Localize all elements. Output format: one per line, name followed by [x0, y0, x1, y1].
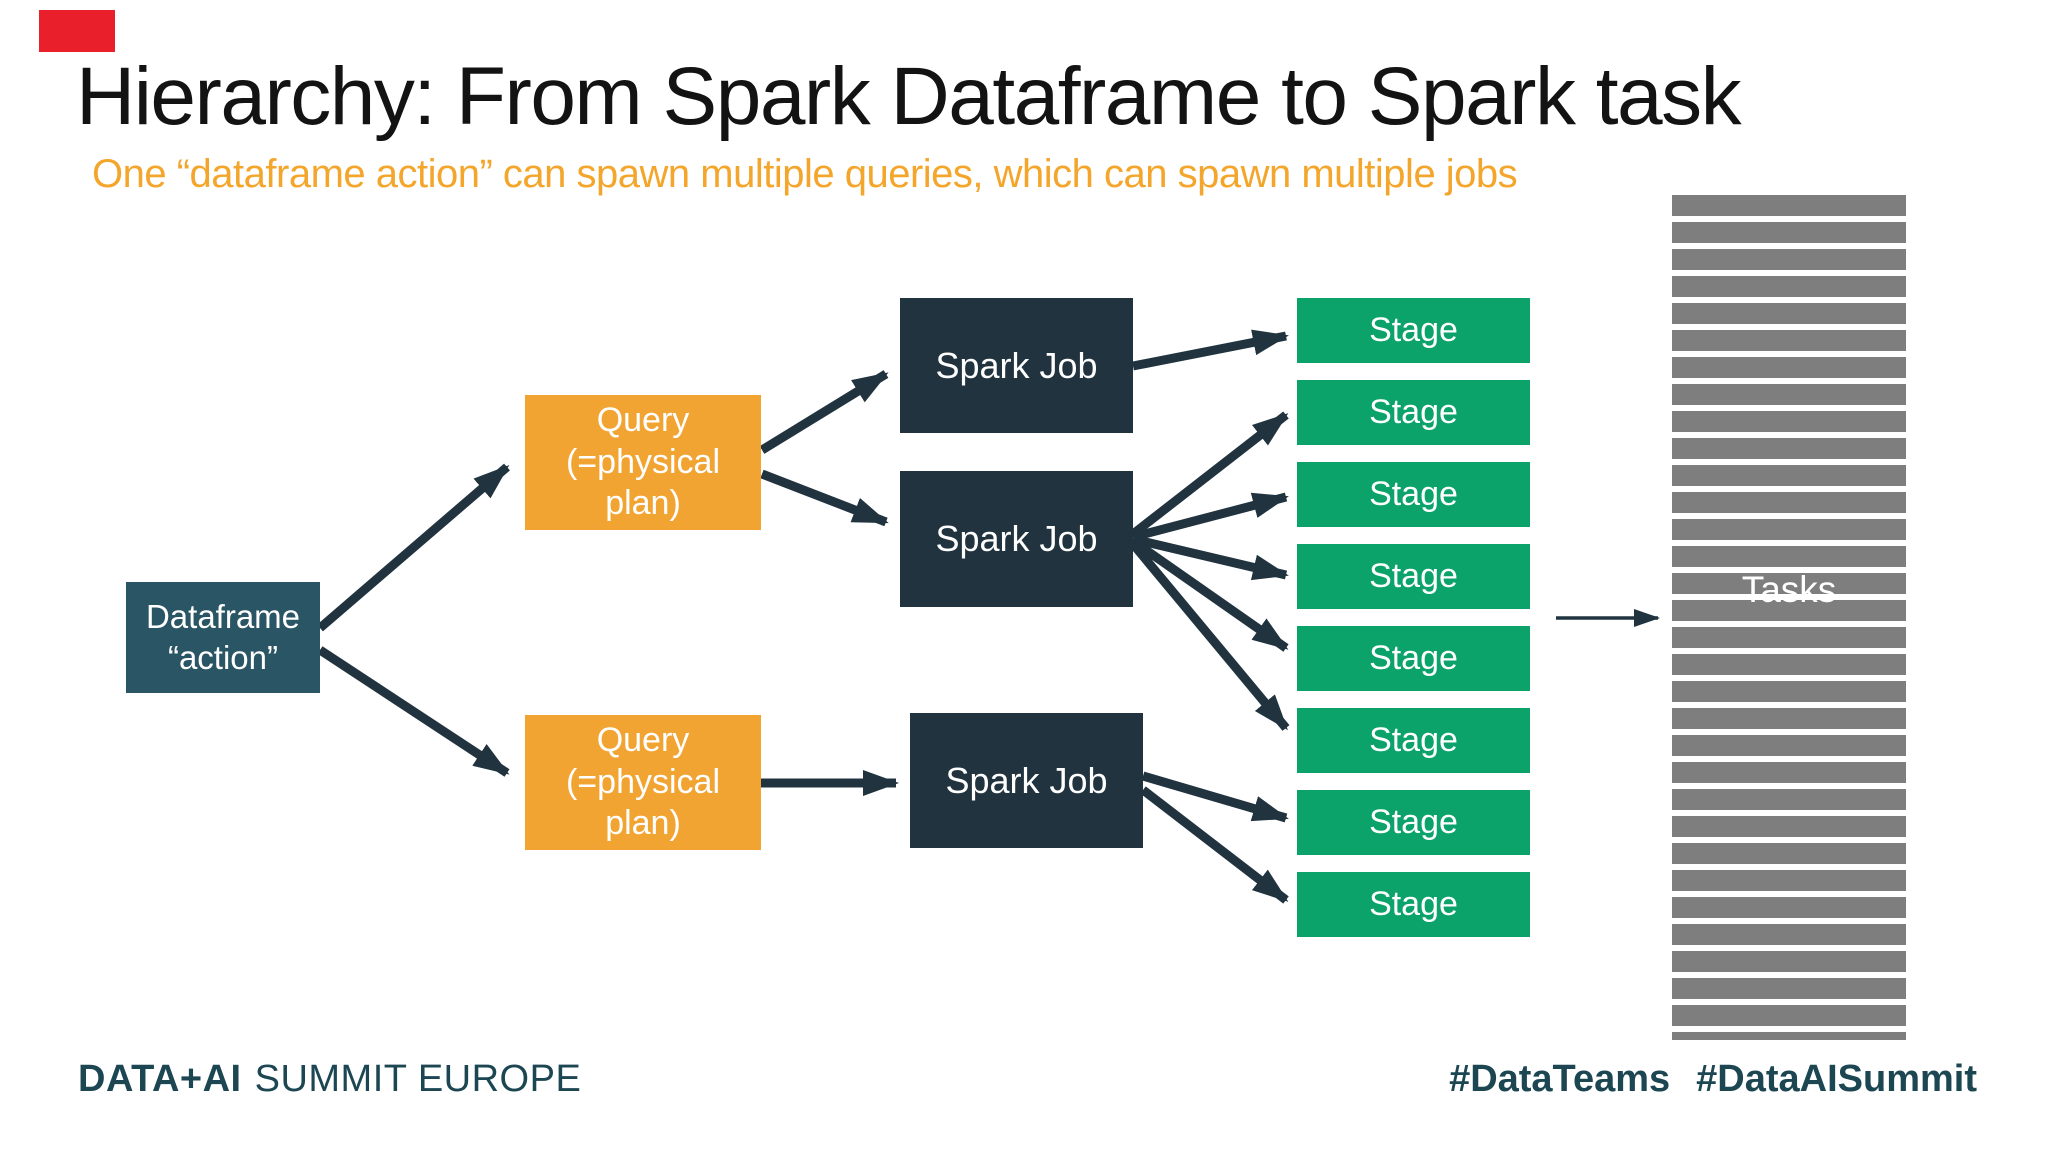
connector-job3-stage7: [1141, 771, 1289, 823]
tasks-column: Tasks Tasks: [1672, 195, 1906, 1086]
stage-label: Stage: [1369, 310, 1458, 349]
slide-subtitle: One “dataframe action” can spawn multipl…: [92, 152, 1518, 196]
stage-box-2: Stage: [1297, 380, 1530, 445]
live-indicator-badge: [39, 10, 115, 52]
connector-query1-job1: [759, 370, 889, 454]
connector-query1-job2: [760, 469, 889, 527]
query-box-2: Query (=physical plan): [525, 715, 761, 850]
stage-box-3: Stage: [1297, 462, 1530, 527]
dataframe-action-box: Dataframe “action”: [126, 582, 320, 693]
spark-job-label: Spark Job: [935, 344, 1098, 386]
stage-box-6: Stage: [1297, 708, 1530, 773]
spark-job-label: Spark Job: [935, 518, 1098, 560]
slide-title: Hierarchy: From Spark Dataframe to Spark…: [76, 51, 1742, 142]
stage-box-7: Stage: [1297, 790, 1530, 855]
connector-job2-stage5: [1130, 537, 1289, 652]
connector-job1-stage1: [1132, 329, 1289, 371]
spark-job-box-1: Spark Job: [900, 298, 1133, 433]
connector-job2-stage6: [1129, 541, 1290, 731]
query-label: Query (=physical plan): [565, 401, 720, 523]
connector-dataframe-query1: [317, 463, 510, 632]
stage-box-1: Stage: [1297, 298, 1530, 363]
connector-dataframe-query2: [317, 646, 510, 777]
footer-brand-bold: DATA+AI: [78, 1058, 242, 1100]
stage-label: Stage: [1369, 884, 1458, 923]
connector-job3-stage8: [1140, 786, 1289, 904]
query-label: Query (=physical plan): [565, 721, 720, 843]
connector-job2-stage3: [1131, 492, 1289, 542]
tasks-label: Tasks: [1741, 1047, 1837, 1088]
hashtag-datateams: #DataTeams: [1449, 1058, 1671, 1100]
stage-label: Stage: [1369, 638, 1458, 677]
tasks-label: Tasks: [1741, 569, 1837, 610]
stage-box-8: Stage: [1297, 872, 1530, 937]
spark-job-box-3: Spark Job: [910, 713, 1143, 848]
spark-job-box-2: Spark Job: [900, 471, 1133, 607]
connector-job2-stage4: [1131, 534, 1289, 581]
hashtag-dataaisummit: #DataAISummit: [1696, 1058, 1977, 1100]
footer-hashtags: #DataTeams #DataAISummit: [1449, 1058, 1977, 1101]
spark-job-label: Spark Job: [945, 759, 1108, 801]
stage-label: Stage: [1369, 474, 1458, 513]
query-box-1: Query (=physical plan): [525, 395, 761, 530]
dataframe-action-label: Dataframe “action”: [145, 598, 301, 676]
stage-label: Stage: [1369, 392, 1458, 431]
footer-brand: DATA+AI SUMMIT EUROPE: [78, 1058, 581, 1101]
stage-box-5: Stage: [1297, 626, 1530, 691]
stage-label: Stage: [1369, 720, 1458, 759]
stage-label: Stage: [1369, 802, 1458, 841]
stage-label: Stage: [1369, 556, 1458, 595]
connector-job2-stage2: [1130, 411, 1289, 538]
stage-box-4: Stage: [1297, 544, 1530, 609]
footer-brand-rest: SUMMIT EUROPE: [254, 1058, 582, 1100]
